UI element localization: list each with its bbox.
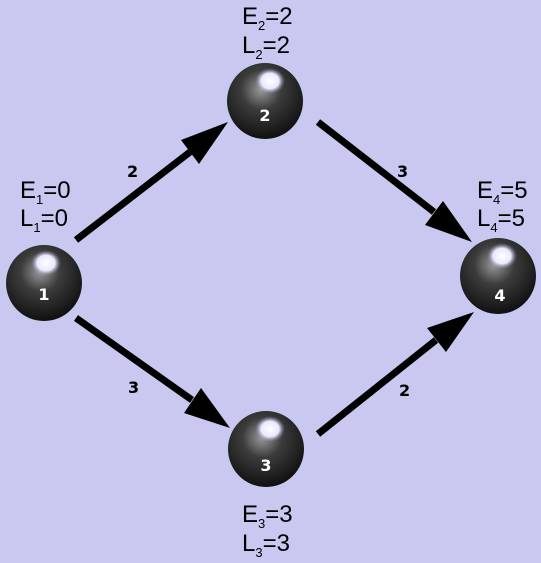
edge-weight-3-4: 2 xyxy=(399,381,410,400)
node-4-latest-time: L4=5 xyxy=(477,205,525,235)
node-1-earliest-time: E1=0 xyxy=(20,177,71,207)
node-label-3: 3 xyxy=(260,456,271,475)
edge-2-4 xyxy=(315,119,472,242)
edge-weight-1-2: 2 xyxy=(127,162,138,181)
edge-1-3 xyxy=(73,315,230,428)
node-2: 2 xyxy=(227,63,303,139)
node-3-latest-time: L3=3 xyxy=(242,530,290,560)
node-label-2: 2 xyxy=(259,106,270,125)
node-2-latest-time: L2=2 xyxy=(242,32,290,62)
node-2-earliest-time: E2=2 xyxy=(242,3,293,33)
node-1: 1 xyxy=(6,245,82,321)
node-4-earliest-time: E4=5 xyxy=(477,177,528,207)
edge-1-2 xyxy=(73,122,228,243)
node-label-1: 1 xyxy=(38,285,49,304)
edge-weight-1-3: 3 xyxy=(128,378,139,397)
edge-3-4 xyxy=(315,312,474,437)
node-4: 4 xyxy=(460,238,536,314)
node-label-4: 4 xyxy=(494,286,505,305)
node-3: 3 xyxy=(228,411,304,487)
node-1-latest-time: L1=0 xyxy=(20,205,68,235)
edge-weight-2-4: 3 xyxy=(397,162,408,181)
node-3-earliest-time: E3=3 xyxy=(242,501,293,531)
